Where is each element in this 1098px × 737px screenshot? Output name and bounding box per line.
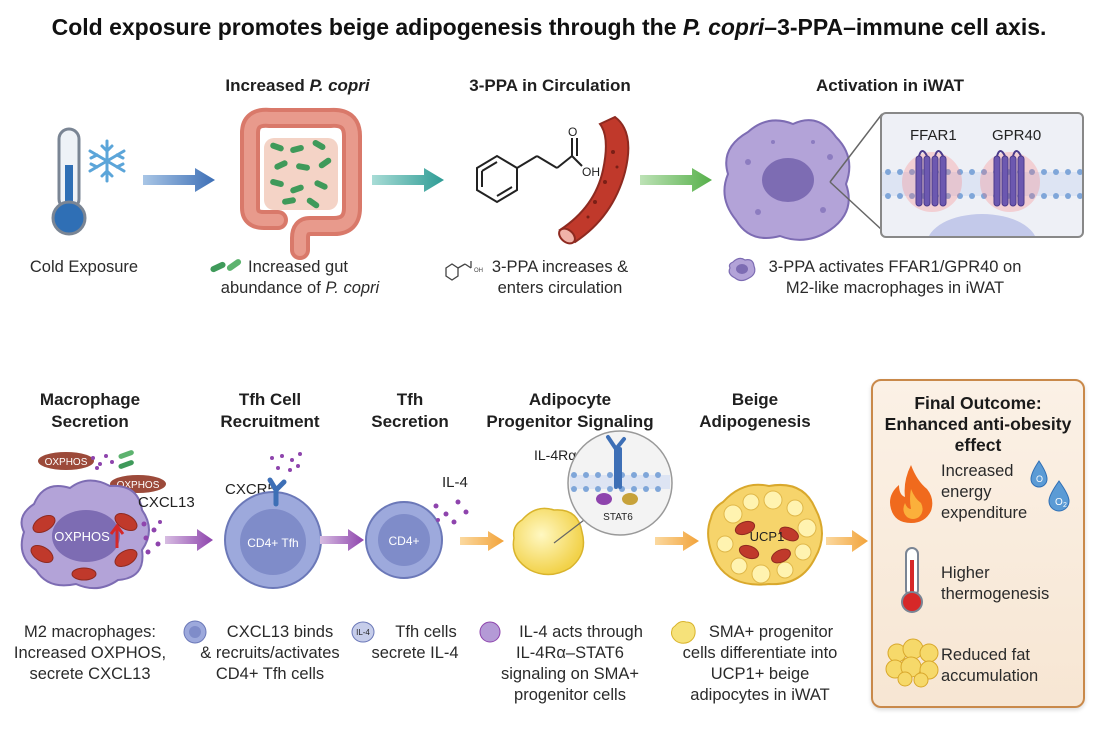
- arrow-orange-1: [460, 531, 504, 551]
- arrow-blue: [143, 168, 215, 192]
- blood-vessel: [558, 115, 630, 245]
- bacteria-icon: [210, 259, 242, 273]
- il4r-label: IL-4Rα: [534, 447, 577, 463]
- zoom-lines: [829, 113, 883, 231]
- svg-text:STAT6: STAT6: [603, 512, 633, 523]
- macrophage-caption: M2 macrophages: Increased OXPHOS, secret…: [13, 623, 167, 683]
- beige-adipocyte: UCP1: [707, 483, 823, 586]
- tfh-recruitment-caption: CXCL13 binds & recruits/activates CD4+ T…: [200, 623, 340, 683]
- arrow-purple-1: [165, 529, 213, 551]
- progenitor-caption: IL-4 acts through IL-4Rα–STAT6 signaling…: [500, 623, 643, 704]
- tfh-cell: CD4+ Tfh: [224, 477, 322, 589]
- il4-purple-icon: [479, 621, 501, 643]
- page-title: Cold exposure promotes beige adipogenesi…: [0, 14, 1098, 41]
- macrophage-heading: Macrophage Secretion: [39, 390, 141, 431]
- progenitor-cell: [512, 507, 585, 576]
- outcome-item-fat: Reduced fat accumulation: [941, 646, 1039, 685]
- oxphos-tag-1: OXPHOS: [38, 452, 94, 470]
- cold-exposure-caption: Cold Exposure: [29, 258, 139, 276]
- fat-cluster-icon: [885, 638, 939, 688]
- svg-text:OH: OH: [474, 268, 483, 274]
- gut-heading: Increased P. copri: [225, 76, 370, 95]
- signaling-inset: STAT6: [553, 430, 673, 544]
- il4-label: IL-4: [442, 474, 468, 491]
- arrow-green: [640, 168, 712, 192]
- ffar1-label: FFAR1: [910, 127, 957, 144]
- snowflake-icon: [88, 139, 126, 183]
- svg-text:OXPHOS: OXPHOS: [54, 529, 110, 544]
- tfh-secretion-caption: Tfh cells secrete IL-4: [371, 623, 459, 662]
- secretion-dots-1: [91, 450, 134, 470]
- thermometer-hot-icon: [901, 547, 923, 613]
- flame-icon: [890, 465, 933, 523]
- iwat-heading: Activation in iWAT: [816, 76, 964, 95]
- svg-text:CD4+: CD4+: [388, 534, 419, 548]
- svg-text:UCP1: UCP1: [750, 529, 785, 544]
- ppa-mini-icon: OH: [445, 261, 483, 281]
- cxcl13-dots-2: [270, 452, 302, 472]
- gpr40-label: GPR40: [992, 127, 1041, 144]
- arrow-orange-3: [826, 530, 868, 552]
- beige-heading: Beige Adipogenesis: [699, 390, 811, 431]
- final-outcome-panel: Final Outcome: Enhanced anti-obesity eff…: [871, 379, 1085, 708]
- svg-text:IL-4: IL-4: [356, 628, 370, 637]
- arrow-orange-2: [655, 531, 699, 551]
- title-italic: P. copri: [682, 14, 765, 40]
- ppa-molecule: O OH: [476, 125, 600, 204]
- sma-progenitor-icon: [671, 621, 696, 644]
- iwat-caption: 3-PPA activates FFAR1/GPR40 on M2-like m…: [768, 258, 1022, 297]
- oxygen-label: O: [568, 125, 577, 139]
- hydroxyl-label: OH: [582, 165, 600, 179]
- cxcl13-label: CXCL13: [138, 494, 195, 511]
- membrane-receptors: FFAR1 GPR40: [882, 127, 1082, 236]
- receptor-inset: FFAR1 GPR40: [880, 112, 1084, 238]
- macrophage-mini-icon: [728, 257, 756, 282]
- m2-macrophage: OXPHOS: [20, 479, 150, 590]
- tfh-secretion-heading: Tfh Secretion: [371, 390, 449, 431]
- ppa-caption: 3-PPA increases & enters circulation: [491, 258, 629, 297]
- outcome-heading: Final Outcome: Enhanced anti-obesity eff…: [884, 393, 1072, 455]
- il4-icon: IL-4: [351, 621, 375, 643]
- outcome-item-energy: Increased energy expenditure: [941, 462, 1028, 522]
- svg-text:O: O: [1036, 474, 1043, 484]
- gut-caption: Increased gut abundance of P. copri: [220, 258, 380, 297]
- gut-illustration: [240, 107, 362, 260]
- svg-text:OXPHOS: OXPHOS: [117, 480, 160, 491]
- ppa-heading: 3-PPA in Circulation: [469, 76, 631, 95]
- title-text-end: –3-PPA–immune cell axis.: [764, 14, 1047, 40]
- title-text: Cold exposure promotes beige adipogenesi…: [51, 14, 683, 40]
- svg-text:CD4+ Tfh: CD4+ Tfh: [247, 536, 298, 550]
- tfh-recruitment-heading: Tfh Cell Recruitment: [220, 390, 320, 431]
- outcome-item-thermogenesis: Higher thermogenesis: [941, 564, 1050, 603]
- oxygen-drops-icon: O O 2: [1030, 460, 1070, 512]
- cd4-cell: CD4+: [365, 499, 469, 579]
- macrophage-cell: [723, 119, 851, 241]
- cd4-cell-icon: [183, 620, 207, 644]
- svg-text:O: O: [1055, 497, 1063, 508]
- arrow-teal: [372, 168, 444, 192]
- beige-caption: SMA+ progenitor cells differentiate into…: [682, 623, 838, 704]
- cxcl13-dots: [141, 520, 162, 555]
- svg-text:OXPHOS: OXPHOS: [45, 457, 88, 468]
- progenitor-heading: Adipocyte Progenitor Signaling: [486, 390, 654, 431]
- arrow-purple-2: [320, 529, 364, 551]
- thermometer-icon: [51, 127, 87, 236]
- svg-text:2: 2: [1063, 502, 1067, 509]
